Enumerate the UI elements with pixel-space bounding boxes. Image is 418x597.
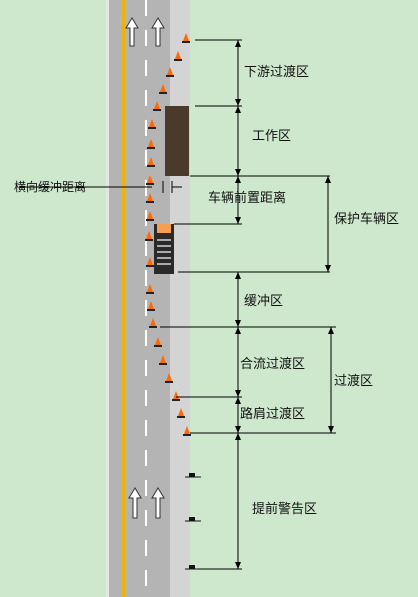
traffic-cone-icon (147, 301, 155, 311)
traffic-cone-icon (154, 337, 162, 347)
traffic-cone-icon (146, 257, 154, 267)
traffic-cone-icon (146, 284, 154, 294)
center-line (122, 0, 125, 597)
road-left-edge (106, 0, 109, 597)
warning-sign-icon (185, 517, 201, 522)
label-transition-zone: 过渡区 (334, 374, 374, 389)
traffic-cone-icon (159, 355, 167, 365)
extension-lines (20, 39, 336, 570)
traffic-cone-icon (177, 408, 185, 418)
traffic-cone-icon (174, 51, 182, 61)
dimension-line (235, 433, 241, 569)
label-shoulder-transition: 路肩过渡区 (240, 407, 306, 422)
dimension-line (325, 176, 331, 272)
traffic-cone-icon (182, 33, 190, 43)
traffic-cone-icon (147, 139, 155, 149)
work-area-block (165, 106, 189, 176)
traffic-cone-icon (183, 426, 191, 436)
traffic-cones (145, 33, 191, 436)
label-vehicle-front-distance: 车辆前置距离 (208, 191, 287, 206)
up-arrow-icon (128, 487, 142, 519)
label-protective-vehicle-zone: 保护车辆区 (334, 212, 400, 227)
dimension-line (235, 327, 241, 397)
warning-sign-icon (185, 473, 201, 478)
label-advance-warning-zone: 提前警告区 (252, 502, 318, 517)
traffic-cone-icon (147, 157, 155, 167)
traffic-cone-icon (165, 373, 173, 383)
traffic-cone-icon (146, 193, 154, 203)
traffic-cone-icon (166, 67, 174, 77)
traffic-cone-icon (149, 318, 157, 328)
up-arrow-icon (151, 17, 165, 47)
label-buffer-zone: 缓冲区 (244, 294, 284, 309)
dimension-line (328, 327, 334, 433)
up-arrow-icon (151, 487, 165, 519)
traffic-cone-icon (159, 84, 167, 94)
roadway (106, 0, 190, 597)
lane-arrows (125, 17, 165, 519)
road-shoulder (170, 0, 190, 597)
label-merge-transition: 合流过渡区 (240, 357, 306, 372)
traffic-cone-icon (146, 211, 154, 221)
dimension-lines (235, 40, 334, 569)
traffic-cone-icon (148, 119, 156, 129)
label-work-zone: 工作区 (252, 129, 292, 144)
protective-truck-icon (154, 224, 174, 274)
traffic-cone-icon (153, 101, 161, 111)
traffic-cone-icon (146, 175, 154, 185)
up-arrow-icon (125, 17, 139, 47)
label-lateral-buffer-distance: 横向缓冲距离 (14, 180, 87, 194)
dimension-line (235, 106, 241, 176)
label-downstream-transition: 下游过渡区 (244, 65, 310, 80)
dimension-line (235, 40, 241, 106)
dimension-line (235, 272, 241, 327)
dimension-line (235, 397, 241, 433)
dimension-line (235, 176, 241, 224)
traffic-cone-icon (145, 231, 153, 241)
